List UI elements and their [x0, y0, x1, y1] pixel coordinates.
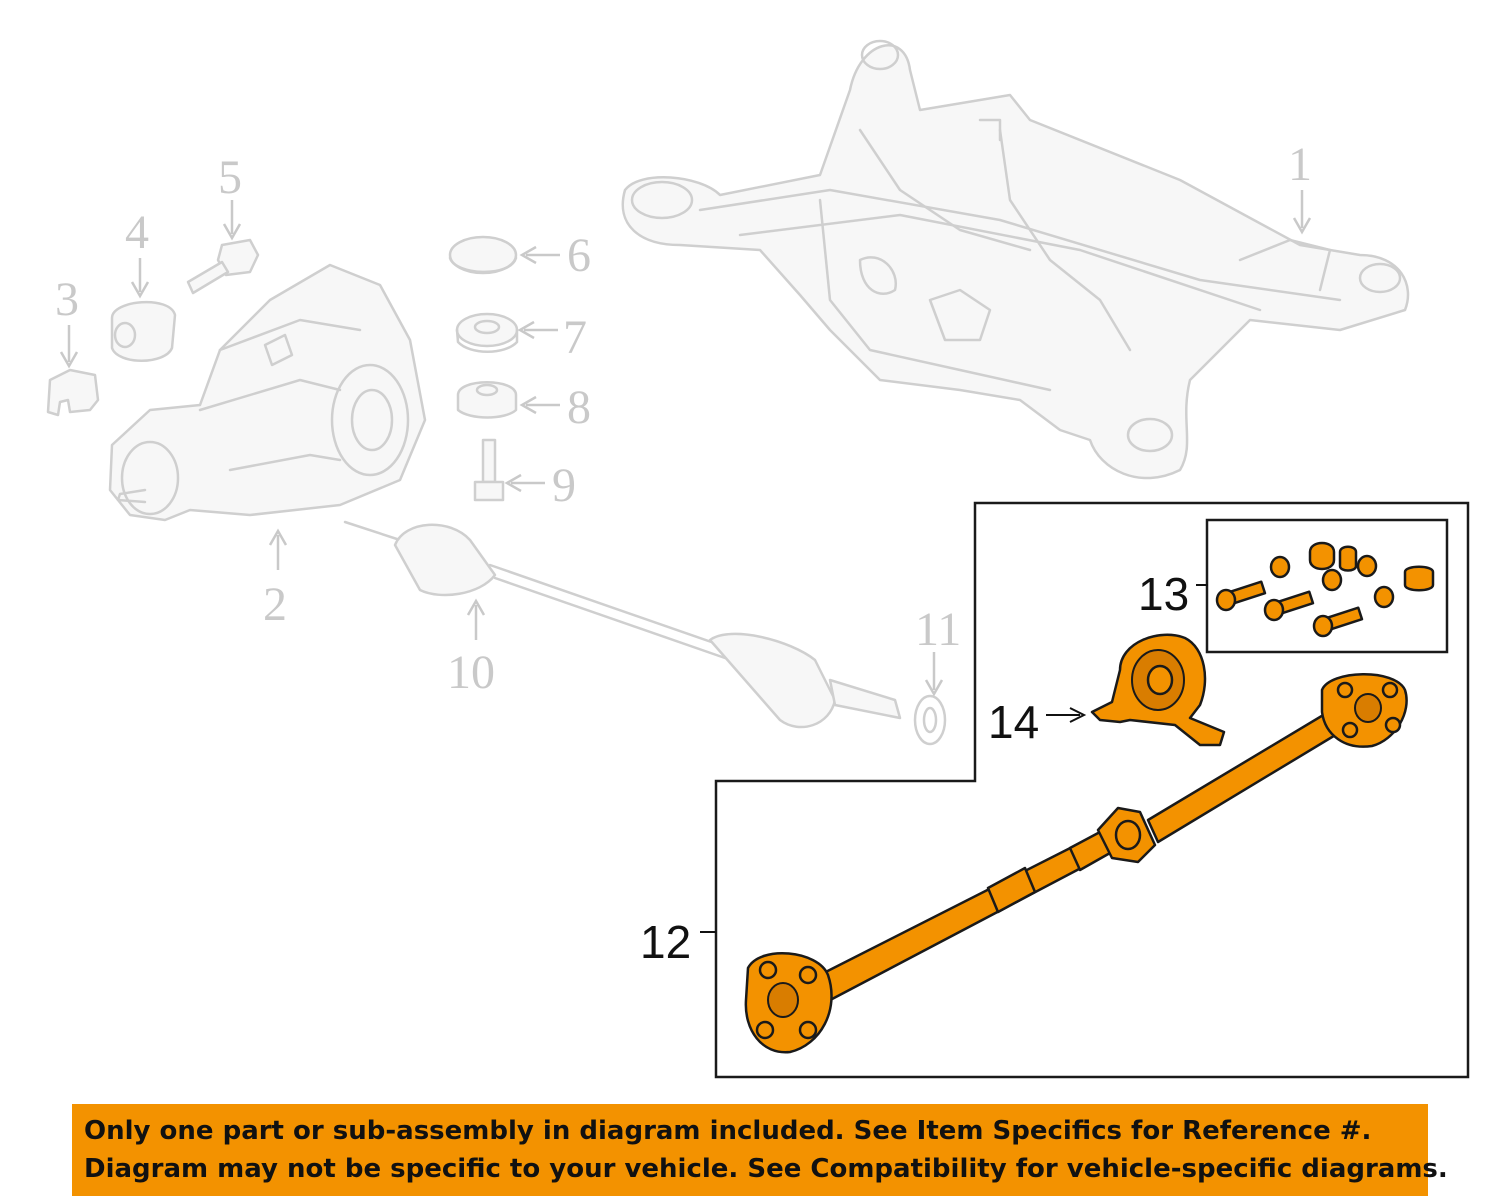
callout-3: 3: [55, 273, 79, 326]
callout-10: 10: [447, 646, 495, 699]
kit-washer: [1373, 585, 1395, 609]
kit-washer: [1321, 568, 1343, 592]
parts-notice-banner: Only one part or sub-assembly in diagram…: [72, 1104, 1448, 1196]
kit-sleeve: [1308, 541, 1336, 571]
washer-part-11: [913, 694, 947, 746]
ghost-callouts: 1 2 3 4 5 6 7 8 9 10 11: [55, 138, 1312, 699]
subframe-part-1: [621, 39, 1410, 480]
bushing-part-4: [110, 300, 177, 362]
kit-sleeve: [1403, 565, 1435, 592]
bolt-part-5: [186, 238, 260, 295]
kit-bolt: [1312, 606, 1364, 638]
callout-12: 12: [640, 916, 691, 968]
mount-part-8: [456, 381, 518, 419]
bushing-clip-part-3: [46, 368, 100, 417]
callout-4: 4: [125, 206, 149, 259]
notice-line-2: Diagram may not be specific to your vehi…: [84, 1154, 1448, 1184]
kit-bolt: [1215, 580, 1267, 612]
callout-2: 2: [263, 578, 287, 631]
differential-part-2: [108, 263, 427, 522]
kit-bolt: [1263, 590, 1315, 622]
mount-part-7: [455, 312, 519, 353]
callout-13: 13: [1138, 568, 1189, 620]
driveshaft-part-12: [744, 673, 1408, 1054]
cap-part-6: [448, 235, 518, 275]
hardware-kit-part-13: [1205, 518, 1449, 654]
kit-sleeve: [1338, 545, 1358, 572]
callout-5: 5: [218, 151, 242, 204]
kit-washer: [1356, 554, 1378, 578]
callout-8: 8: [567, 381, 591, 434]
callout-9: 9: [552, 459, 576, 512]
callout-1: 1: [1288, 138, 1312, 191]
bolt-part-9: [473, 438, 505, 502]
center-bearing-part-14: [1090, 633, 1226, 747]
callout-6: 6: [567, 229, 591, 282]
highlight-frame: [714, 501, 1470, 1079]
callout-7: 7: [563, 311, 587, 364]
callout-14: 14: [988, 696, 1039, 748]
notice-line-1: Only one part or sub-assembly in diagram…: [84, 1116, 1372, 1146]
axle-shaft-part-10: [343, 520, 902, 729]
callout-11: 11: [915, 603, 961, 656]
kit-washer: [1269, 555, 1291, 579]
